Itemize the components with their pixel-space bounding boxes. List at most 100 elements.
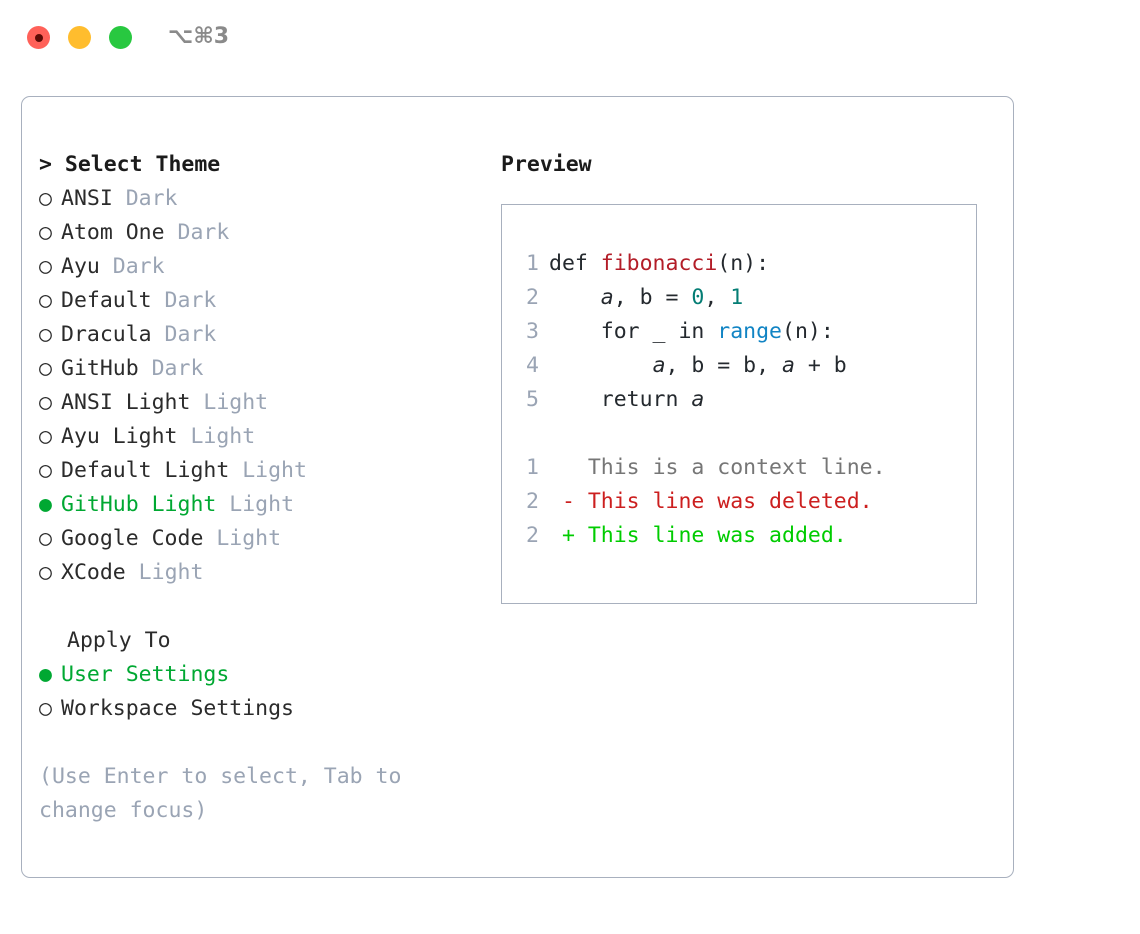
theme-option[interactable]: ○ XCode Light — [39, 556, 489, 590]
apply-to-list[interactable]: ●User Settings ○ Workspace Settings — [39, 658, 489, 726]
radio-unselected-icon: ○ — [39, 356, 52, 381]
line-number: 5 — [526, 387, 539, 412]
theme-variant-tag: Dark — [112, 186, 178, 211]
theme-option[interactable]: ● GitHub Light Light — [39, 488, 489, 522]
theme-option-label: ANSI — [61, 186, 113, 211]
code-token: fibonacci — [600, 251, 718, 276]
maximize-button[interactable] — [109, 26, 132, 49]
theme-variant-tag: Dark — [164, 220, 230, 245]
theme-variant-tag: Dark — [99, 254, 165, 279]
apply-to-option[interactable]: ○ Workspace Settings — [39, 692, 489, 726]
code-token: def — [549, 251, 601, 276]
diff-marker — [549, 455, 588, 480]
code-token: 0 — [691, 285, 705, 310]
radio-unselected-icon: ○ — [39, 526, 52, 551]
theme-option-label: XCode — [61, 560, 126, 585]
line-number: 1 — [526, 455, 539, 480]
line-number: 2 — [526, 285, 539, 310]
diff-line: 2 - This line was deleted. — [513, 485, 886, 519]
keyboard-hint: (Use Enter to select, Tab to change focu… — [39, 764, 402, 823]
code-token: a — [782, 353, 795, 378]
theme-variant-tag: Light — [125, 560, 204, 585]
title-bar: ⌥⌘3 — [0, 0, 1140, 76]
theme-option-label: Dracula — [61, 322, 152, 347]
radio-unselected-icon: ○ — [39, 220, 52, 245]
minimize-button[interactable] — [68, 26, 91, 49]
code-token: a — [600, 285, 614, 310]
code-token: a — [652, 353, 666, 378]
code-token: 1 — [730, 285, 744, 310]
theme-variant-tag: Dark — [138, 356, 204, 381]
theme-option-label: Default — [61, 288, 152, 313]
theme-option[interactable]: ○Google Code Light — [39, 522, 489, 556]
theme-option-label: GitHub Light — [61, 492, 217, 517]
radio-unselected-icon: ○ — [39, 458, 52, 483]
code-token — [549, 353, 653, 378]
diff-marker: + — [549, 523, 588, 548]
theme-option[interactable]: ○ Atom One Dark — [39, 216, 489, 250]
code-token: , — [704, 285, 731, 310]
radio-selected-icon: ● — [39, 662, 52, 687]
radio-unselected-icon: ○ — [39, 390, 52, 415]
theme-option[interactable]: ○ Default Dark — [39, 284, 489, 318]
radio-unselected-icon: ○ — [39, 186, 52, 211]
diff-text: This line was deleted. — [587, 489, 873, 514]
theme-variant-tag: Dark — [151, 288, 217, 313]
code-token: (n): — [717, 251, 770, 276]
main-panel: > Select Theme ○ANSI Dark○Atom One Dark○… — [21, 96, 1014, 878]
line-number: 2 — [526, 489, 539, 514]
page-title: > Select Theme — [39, 152, 221, 177]
code-token: range — [717, 319, 783, 344]
theme-option-label: GitHub — [61, 356, 139, 381]
theme-option-label: ANSI Light — [61, 390, 191, 415]
theme-option[interactable]: ○ Default Light Light — [39, 454, 489, 488]
code-token: return — [549, 387, 692, 412]
code-line: 2 a, b = 0, 1 — [513, 281, 886, 315]
preview-heading: Preview — [501, 152, 592, 177]
theme-option[interactable]: ○ ANSI Light Light — [39, 386, 489, 420]
line-number: 2 — [526, 523, 539, 548]
code-blank-line — [513, 417, 886, 451]
window-controls — [27, 26, 132, 49]
theme-option-list[interactable]: ○ANSI Dark○Atom One Dark○Ayu Dark○Defaul… — [39, 182, 489, 590]
theme-option[interactable]: ○Ayu Dark — [39, 250, 489, 284]
theme-option-label: Ayu — [61, 254, 100, 279]
theme-option[interactable]: ○Ayu Light Light — [39, 420, 489, 454]
apply-to-option-label: Workspace Settings — [61, 696, 294, 721]
radio-unselected-icon: ○ — [39, 560, 52, 585]
theme-variant-tag: Light — [190, 390, 269, 415]
theme-variant-tag: Light — [229, 458, 307, 483]
apply-to-option[interactable]: ●User Settings — [39, 658, 489, 692]
code-token: a — [691, 387, 705, 412]
code-token: for _ in — [549, 319, 718, 344]
radio-unselected-icon: ○ — [39, 322, 52, 347]
diff-text: This is a context line. — [587, 455, 886, 480]
theme-option-label: Google Code — [61, 526, 204, 551]
code-token: + b — [794, 353, 847, 378]
line-number: 3 — [526, 319, 539, 344]
radio-unselected-icon: ○ — [39, 288, 52, 313]
diff-line: 1 This is a context line. — [513, 451, 886, 485]
theme-variant-tag: Light — [216, 492, 295, 517]
radio-unselected-icon: ○ — [39, 696, 52, 721]
code-line: 3 for _ in range(n): — [513, 315, 886, 349]
code-token: (n): — [782, 319, 834, 344]
theme-option[interactable]: ○ ANSI Dark — [39, 182, 489, 216]
theme-option[interactable]: ○ GitHub Dark — [39, 352, 489, 386]
spacer — [39, 590, 489, 624]
close-button[interactable] — [27, 26, 50, 49]
theme-option-label: Default Light — [61, 458, 230, 483]
apply-to-heading: Apply To — [67, 628, 171, 653]
code-token: , b = b, — [665, 353, 783, 378]
radio-selected-icon: ● — [39, 492, 52, 517]
theme-option-label: Atom One — [61, 220, 165, 245]
code-line: 5 return a — [513, 383, 886, 417]
radio-unselected-icon: ○ — [39, 424, 52, 449]
keyboard-shortcut-label: ⌥⌘3 — [168, 24, 230, 49]
theme-option[interactable]: ○Dracula Dark — [39, 318, 489, 352]
diff-marker: - — [549, 489, 588, 514]
